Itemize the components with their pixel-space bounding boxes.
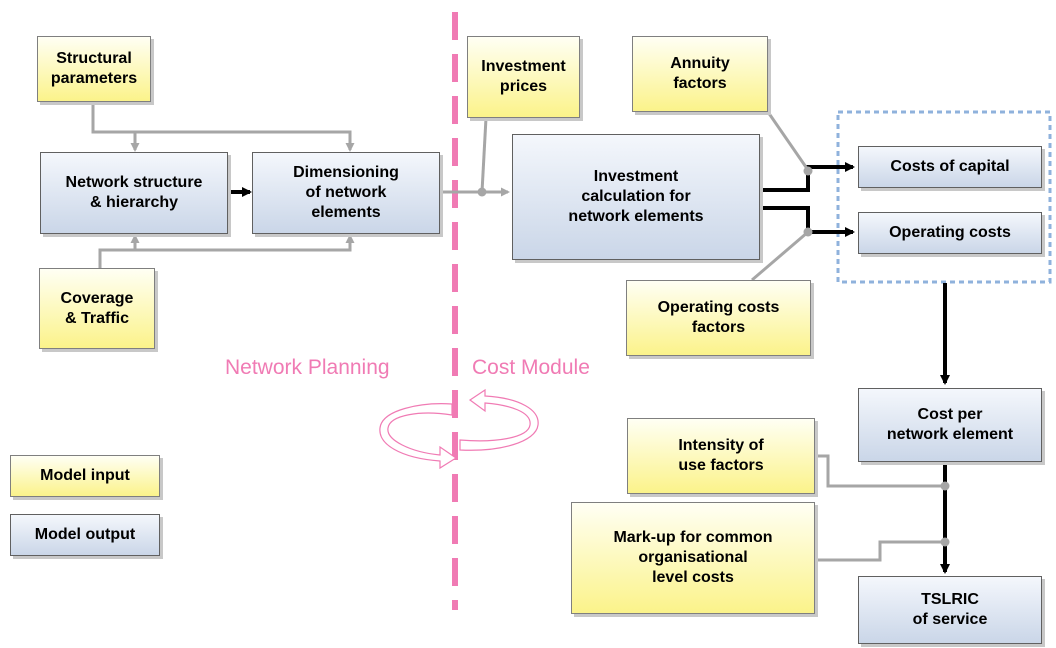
junction-dot (803, 166, 813, 176)
network-structure-box: Network structure & hierarchy (40, 152, 228, 234)
costs-of-capital-box: Costs of capital (858, 146, 1042, 188)
legend-model-input: Model input (10, 455, 160, 497)
annuity-factors-box: Annuity factors (632, 36, 768, 112)
dimensioning-box: Dimensioning of network elements (252, 152, 440, 234)
cost-group-outline (836, 110, 1052, 284)
investment-connectors (440, 117, 510, 197)
investment-calculation-box: Investment calculation for network eleme… (512, 134, 760, 260)
operating-costs-box: Operating costs (858, 212, 1042, 254)
markup-common-costs-box: Mark-up for common organisational level … (571, 502, 815, 614)
cycle-arrows-icon (379, 388, 539, 470)
junction-dot (940, 481, 950, 491)
cost-per-element-box: Cost per network element (858, 388, 1042, 462)
structural-connectors (91, 102, 355, 152)
cost-module-label: Cost Module (472, 356, 590, 379)
structural-parameters-box: Structural parameters (37, 36, 151, 102)
investment-prices-box: Investment prices (467, 36, 580, 118)
operating-costs-factors-box: Operating costs factors (626, 280, 811, 356)
factor-connectors (751, 111, 810, 282)
intensity-of-use-box: Intensity of use factors (627, 418, 815, 494)
junction-dot (477, 187, 487, 197)
legend-model-output: Model output (10, 514, 160, 556)
junction-dot (803, 227, 813, 237)
coverage-traffic-box: Coverage & Traffic (39, 268, 155, 349)
cost-flow-arrows (760, 162, 855, 237)
junction-dot (940, 537, 950, 547)
coverage-connectors (98, 234, 355, 268)
tslric-box: TSLRIC of service (858, 576, 1042, 644)
network-planning-label: Network Planning (225, 356, 390, 379)
markup-connectors (815, 454, 945, 562)
